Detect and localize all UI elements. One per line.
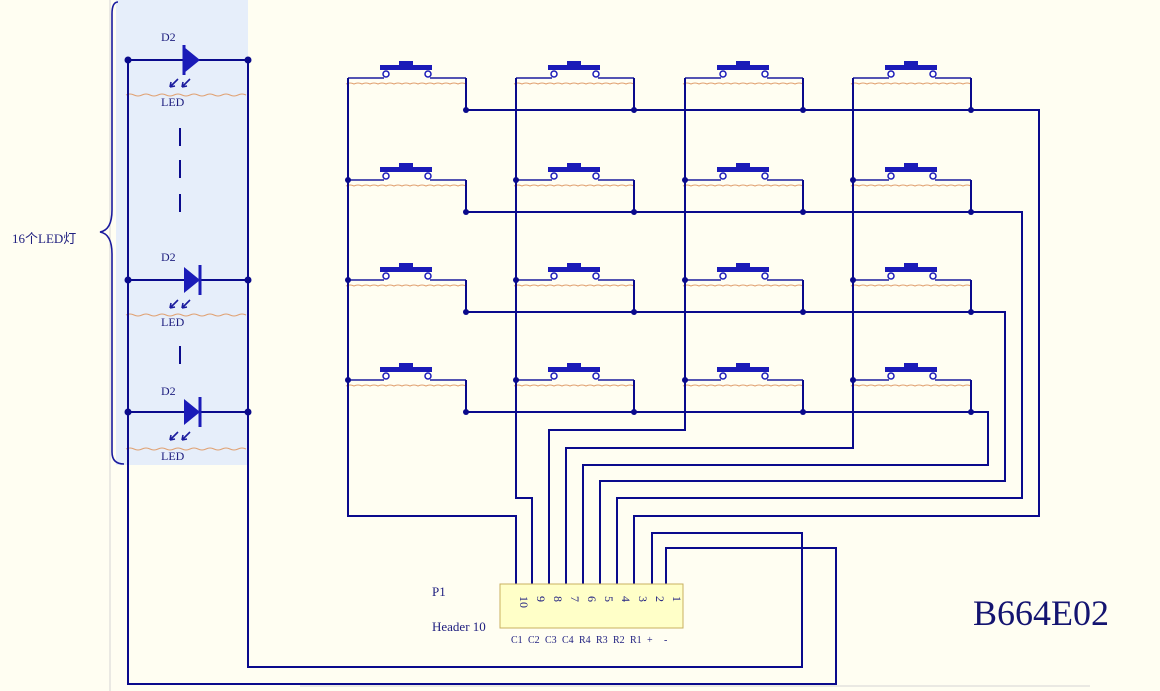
tactile-switch xyxy=(345,163,469,215)
tactile-switch xyxy=(345,61,469,113)
header-pin-number: 8 xyxy=(551,596,565,602)
header-pin-label: - xyxy=(664,635,667,646)
tactile-switch xyxy=(513,363,637,415)
led-designator: D2 xyxy=(161,30,176,44)
header-pin-number: 10 xyxy=(517,596,531,608)
tactile-switch xyxy=(682,263,806,315)
tactile-switch xyxy=(850,163,974,215)
led-designator: D2 xyxy=(161,250,176,264)
group-brace xyxy=(99,1,125,465)
header-pin-label: R2 xyxy=(613,635,625,646)
led-comment: LED xyxy=(161,95,185,109)
header-comment: Header 10 xyxy=(432,619,486,634)
header-pin-number: 9 xyxy=(534,596,548,602)
header-pin: 5R3 xyxy=(596,596,616,646)
tactile-switch xyxy=(345,363,469,415)
header-pin-number: 4 xyxy=(619,596,633,602)
header-pin-label: R3 xyxy=(596,635,608,646)
led-d2-top: D2 LED xyxy=(125,30,248,109)
led-designator: D2 xyxy=(161,384,176,398)
led-comment: LED xyxy=(161,449,185,463)
tactile-switch xyxy=(513,61,637,113)
header-pin-label: C3 xyxy=(545,635,557,646)
board-code: B664E02 xyxy=(973,593,1109,633)
header-pin-label: C2 xyxy=(528,635,540,646)
tactile-switch xyxy=(345,263,469,315)
header-pin-label: C1 xyxy=(511,635,523,646)
header-pin-number: 7 xyxy=(568,596,582,602)
tactile-switch xyxy=(850,263,974,315)
header-pin: 2+ xyxy=(647,596,667,646)
header-pin: 3R1 xyxy=(630,596,650,646)
tactile-switch xyxy=(850,363,974,415)
header-pin: 1- xyxy=(664,596,684,646)
led-group-region xyxy=(116,0,248,465)
header-pin: 7C4 xyxy=(562,596,582,646)
header-pin-number: 2 xyxy=(653,596,667,602)
header-pin-number: 6 xyxy=(585,596,599,602)
led-comment: LED xyxy=(161,315,185,329)
header-body xyxy=(499,583,684,629)
header-pin-label: R1 xyxy=(630,635,642,646)
tactile-switch xyxy=(513,263,637,315)
led-rails xyxy=(124,56,837,685)
header-pin: 8C3 xyxy=(545,596,565,646)
header-pin-number: 1 xyxy=(670,596,684,602)
header-pin: 6R4 xyxy=(579,596,599,646)
header-pin-number: 5 xyxy=(602,596,616,602)
tactile-switch xyxy=(682,363,806,415)
led-d2-bottom: D2 LED xyxy=(125,384,248,463)
header-pin-label: R4 xyxy=(579,635,591,646)
led-d2-middle: D2 LED xyxy=(125,250,248,329)
tactile-switch xyxy=(850,61,974,113)
header-wiring xyxy=(347,78,1040,584)
header-pin-label: C4 xyxy=(562,635,574,646)
switch-matrix xyxy=(345,61,1039,415)
tactile-switch xyxy=(513,163,637,215)
tactile-switch xyxy=(682,61,806,113)
header-pin: 4R2 xyxy=(613,596,633,646)
header-designator: P1 xyxy=(432,584,446,599)
sheet-frame xyxy=(109,0,1090,691)
header-pin: 9C2 xyxy=(528,596,548,646)
led-group-label: 16个LED灯 xyxy=(12,231,76,246)
header-pin-number: 3 xyxy=(636,596,650,602)
header-pin-label: + xyxy=(647,635,653,646)
tactile-switch xyxy=(682,163,806,215)
